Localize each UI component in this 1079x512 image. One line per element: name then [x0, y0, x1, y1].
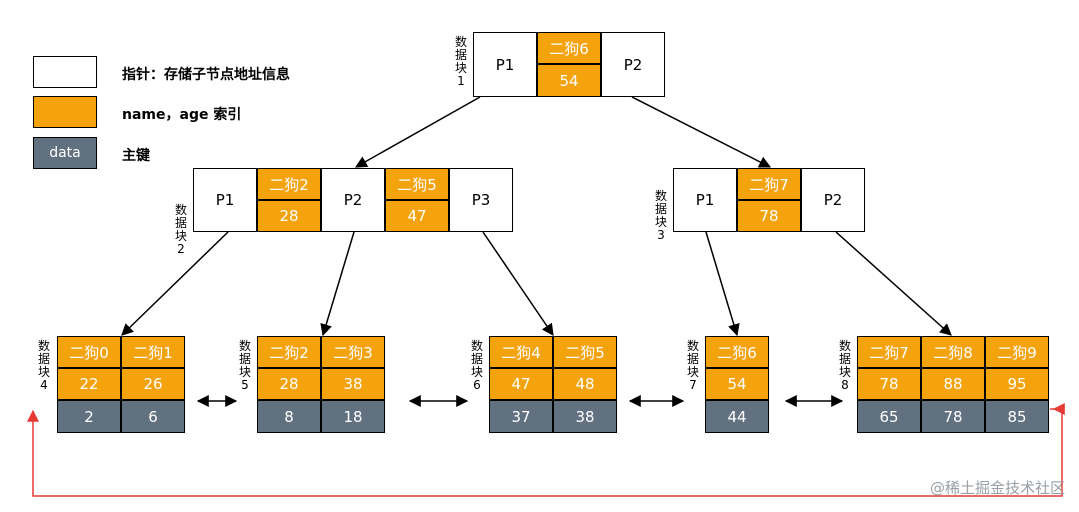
- block-6-name-1: 二狗4: [489, 336, 553, 368]
- block-5-name-2: 二狗3: [321, 336, 385, 368]
- block-5-age-2: 38: [321, 368, 385, 400]
- block-1-age-1: 54: [537, 64, 601, 97]
- block-4-label: 数据块4: [37, 339, 50, 392]
- block-4-age-1: 22: [57, 368, 121, 400]
- block-5-id-2: 18: [321, 400, 385, 433]
- block-3-pointer-2: P2: [801, 168, 865, 232]
- block-7-label: 数据块7: [686, 339, 699, 392]
- block-6-label: 数据块6: [470, 339, 483, 392]
- block-8-id-1: 65: [857, 400, 921, 433]
- block-1-label: 数据块1: [454, 35, 467, 88]
- block-4-age-2: 26: [121, 368, 185, 400]
- block-2-age-2: 47: [385, 200, 449, 232]
- block-5-name-1: 二狗2: [257, 336, 321, 368]
- edge-b3-b7: [705, 231, 740, 337]
- block-3-name-1: 二狗7: [737, 168, 801, 200]
- block-1-pointer-2: P2: [601, 32, 665, 97]
- block-6-id-1: 37: [489, 400, 553, 433]
- legend-pointer-box: [33, 56, 97, 88]
- block-8-label: 数据块8: [838, 339, 851, 392]
- legend-primary-key-box: data: [33, 137, 97, 169]
- block-8-age-1: 78: [857, 368, 921, 400]
- block-4-id-2: 6: [121, 400, 185, 433]
- block-1-name-1: 二狗6: [537, 32, 601, 64]
- block-8-name-2: 二狗8: [921, 336, 985, 368]
- legend-index-box: [33, 96, 97, 128]
- block-6-age-2: 48: [553, 368, 617, 400]
- edge-b2-b6: [482, 231, 554, 336]
- block-2-name-2: 二狗5: [385, 168, 449, 200]
- block-3-age-1: 78: [737, 200, 801, 232]
- legend-index-label: name，age 索引: [122, 107, 242, 123]
- block-6-id-2: 38: [553, 400, 617, 433]
- edge-b2-b4: [121, 231, 229, 336]
- block-8-name-1: 二狗7: [857, 336, 921, 368]
- block-2-pointer-1: P1: [193, 168, 257, 232]
- block-8-id-3: 85: [985, 400, 1049, 433]
- block-4-name-2: 二狗1: [121, 336, 185, 368]
- block-6-age-1: 47: [489, 368, 553, 400]
- block-8-id-2: 78: [921, 400, 985, 433]
- block-5-age-1: 28: [257, 368, 321, 400]
- block-8-age-3: 95: [985, 368, 1049, 400]
- block-3-label: 数据块3: [654, 189, 667, 242]
- block-7-age-1: 54: [705, 368, 769, 400]
- block-4-name-1: 二狗0: [57, 336, 121, 368]
- block-2-pointer-2: P2: [321, 168, 385, 232]
- block-2-pointer-3: P3: [449, 168, 513, 232]
- block-6-name-2: 二狗5: [553, 336, 617, 368]
- legend-primary-key-label: 主键: [122, 148, 150, 164]
- block-7-name-1: 二狗6: [705, 336, 769, 368]
- block-8-age-2: 88: [921, 368, 985, 400]
- block-2-name-1: 二狗2: [257, 168, 321, 200]
- edge-b3-b8: [835, 231, 952, 336]
- block-5-id-1: 8: [257, 400, 321, 433]
- edge-b1-b3: [631, 96, 772, 168]
- watermark: @稀土掘金技术社区: [929, 479, 1065, 497]
- block-2-age-1: 28: [257, 200, 321, 232]
- edge-b2-b5: [320, 231, 355, 337]
- block-1-pointer-1: P1: [473, 32, 537, 97]
- block-8-name-3: 二狗9: [985, 336, 1049, 368]
- block-5-label: 数据块5: [238, 339, 251, 392]
- block-3-pointer-1: P1: [673, 168, 737, 232]
- edge-b1-b2: [354, 96, 481, 168]
- block-2-label: 数据块2: [174, 203, 187, 256]
- block-4-id-1: 2: [57, 400, 121, 433]
- legend-pointer-label: 指针：存储子节点地址信息: [122, 67, 290, 83]
- block-7-id-1: 44: [705, 400, 769, 433]
